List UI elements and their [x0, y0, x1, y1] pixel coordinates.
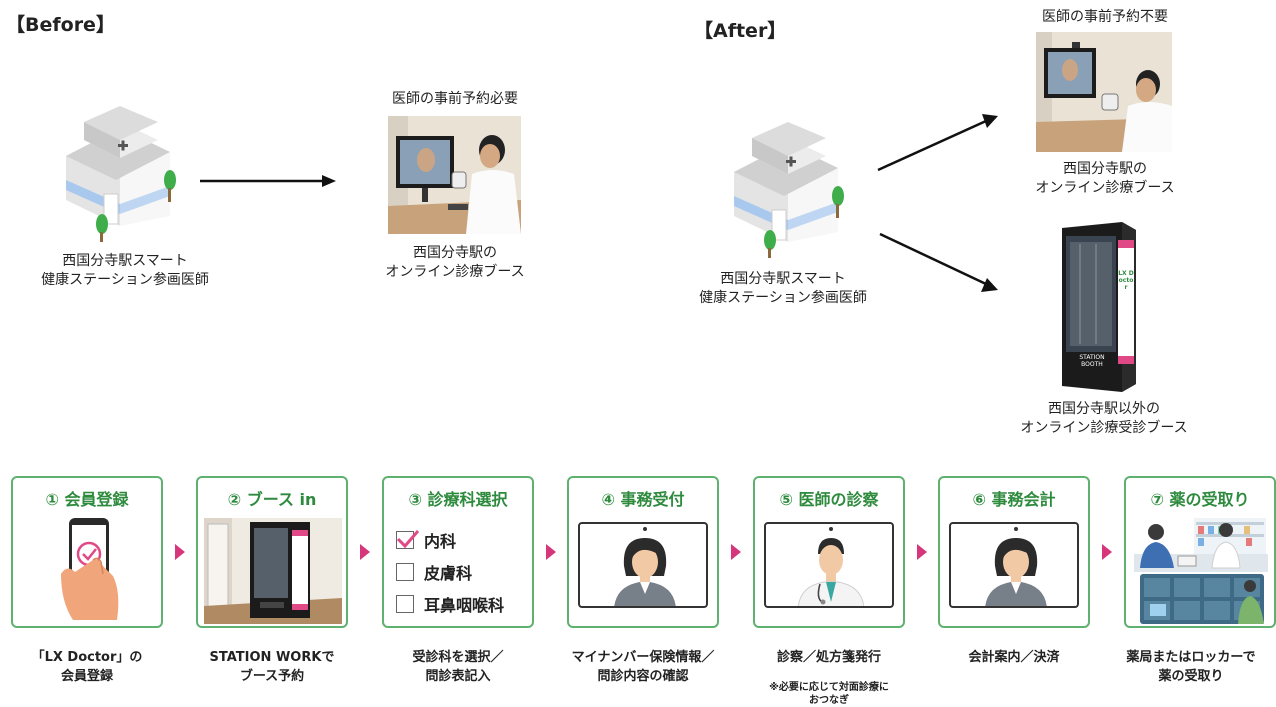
step-3-card: ③ 診療科選択 内科 皮膚科 耳鼻咽喉科 — [382, 476, 534, 628]
camera-dot — [1014, 527, 1018, 531]
checkmark-icon — [396, 530, 420, 549]
video-screen — [949, 522, 1079, 608]
step-3-caption-line1: 受診科を選択／ — [412, 650, 504, 665]
step-4-caption-line1: マイナンバー保険情報／ — [571, 650, 715, 665]
online-booth-photo — [1036, 32, 1172, 152]
booth-entrance-photo — [204, 518, 342, 624]
step-7-card: ⑦ 薬の受取り — [1124, 476, 1276, 628]
step-1-caption-line1: 「LX Doctor」の — [31, 650, 143, 665]
after-booth2-label-line1: 西国分寺駅以外の — [1048, 401, 1160, 417]
step-2-card: ② ブース in — [196, 476, 348, 628]
before-booth-label-line1: 西国分寺駅の — [413, 245, 497, 261]
step-7-title: ⑦ 薬の受取り — [1150, 490, 1250, 509]
department-option-ent[interactable]: 耳鼻咽喉科 — [396, 588, 504, 620]
booth-brand-label: LX Doctor — [1118, 270, 1134, 291]
chevron-right-icon — [360, 544, 370, 560]
arrows-after — [877, 114, 998, 292]
step-1-card: ① 会員登録 — [11, 476, 163, 628]
online-booth-photo — [388, 116, 521, 234]
pharmacy-icon — [1134, 518, 1268, 572]
department-option-dermatology[interactable]: 皮膚科 — [396, 556, 504, 588]
locker-icon — [1140, 574, 1264, 624]
step-5-note-line2: おつなぎ — [809, 695, 849, 706]
booth-sign-line2: BOOTH — [1081, 361, 1103, 368]
receptionist-icon — [614, 538, 676, 606]
after-booth2-label-line2: オンライン診療受診ブース — [1020, 420, 1188, 436]
step-3-title: ③ 診療科選択 — [408, 490, 508, 509]
step-2-caption-line2: ブース予約 — [239, 669, 305, 684]
step-3-caption-line2: 問診表記入 — [425, 669, 491, 684]
step-1-caption-line2: 会員登録 — [60, 669, 113, 684]
before-heading: 【Before】 — [6, 14, 115, 36]
step-4-card: ④ 事務受付 — [567, 476, 719, 628]
chevron-right-icon — [546, 544, 556, 560]
chevron-right-icon — [731, 544, 741, 560]
department-label: 皮膚科 — [424, 564, 473, 583]
chevron-right-icon — [175, 544, 185, 560]
department-label: 耳鼻咽喉科 — [424, 596, 505, 615]
department-label: 内科 — [424, 532, 457, 551]
department-option-internal[interactable]: 内科 — [396, 524, 504, 556]
video-screen — [764, 522, 894, 608]
after-hospital-label-line2: 健康ステーション参画医師 — [699, 290, 867, 306]
station-booth-image: LX Doctor STATION BOOTH — [1056, 222, 1140, 392]
chevron-right-icon — [917, 544, 927, 560]
step-6-title: ⑥ 事務会計 — [972, 490, 1056, 509]
before-booth-top-label: 医師の事前予約必要 — [392, 91, 518, 107]
checkbox-checked[interactable] — [396, 530, 420, 549]
after-booth1-top-label: 医師の事前予約不要 — [1042, 9, 1168, 25]
before-hospital-label-line1: 西国分寺駅スマート — [62, 253, 188, 269]
booth-sign-line1: STATION — [1079, 354, 1105, 361]
step-4-title: ④ 事務受付 — [601, 490, 685, 509]
hospital-icon — [66, 106, 176, 242]
chevron-right-icon — [1102, 544, 1112, 560]
video-screen — [578, 522, 708, 608]
after-booth1-label-line1: 西国分寺駅の — [1063, 161, 1147, 177]
step-6-caption-line1: 会計案内／決済 — [968, 650, 1060, 665]
checkbox[interactable] — [396, 595, 414, 613]
step-4-caption-line2: 問診内容の確認 — [597, 669, 689, 684]
receptionist-icon — [985, 538, 1047, 606]
step-7-caption-line1: 薬局またはロッカーで — [1126, 650, 1256, 665]
step-7-caption-line2: 薬の受取り — [1158, 669, 1224, 684]
checkbox[interactable] — [396, 563, 414, 581]
department-checklist: 内科 皮膚科 耳鼻咽喉科 — [396, 524, 504, 620]
step-1-title: ① 会員登録 — [45, 490, 129, 509]
step-5-title: ⑤ 医師の診察 — [779, 490, 879, 509]
step-2-title: ② ブース in — [227, 490, 317, 509]
step-2-caption-line1: STATION WORKで — [209, 650, 335, 665]
step-5-note-line1: ※必要に応じて対面診療に — [769, 682, 889, 693]
after-heading: 【After】 — [694, 20, 787, 42]
after-booth1-label-line2: オンライン診療ブース — [1035, 180, 1175, 196]
hospital-icon — [734, 122, 844, 258]
before-hospital-label-line2: 健康ステーション参画医師 — [41, 272, 209, 288]
arrow-before — [200, 175, 336, 187]
camera-dot — [643, 527, 647, 531]
before-booth-label-line2: オンライン診療ブース — [385, 264, 525, 280]
camera-dot — [829, 527, 833, 531]
smartphone-icon — [61, 518, 119, 620]
step-5-caption-line1: 診察／処方箋発行 — [776, 650, 881, 665]
step-6-card: ⑥ 事務会計 — [938, 476, 1090, 628]
doctor-icon — [797, 538, 865, 606]
after-hospital-label-line1: 西国分寺駅スマート — [720, 271, 846, 287]
step-5-card: ⑤ 医師の診察 — [753, 476, 905, 628]
